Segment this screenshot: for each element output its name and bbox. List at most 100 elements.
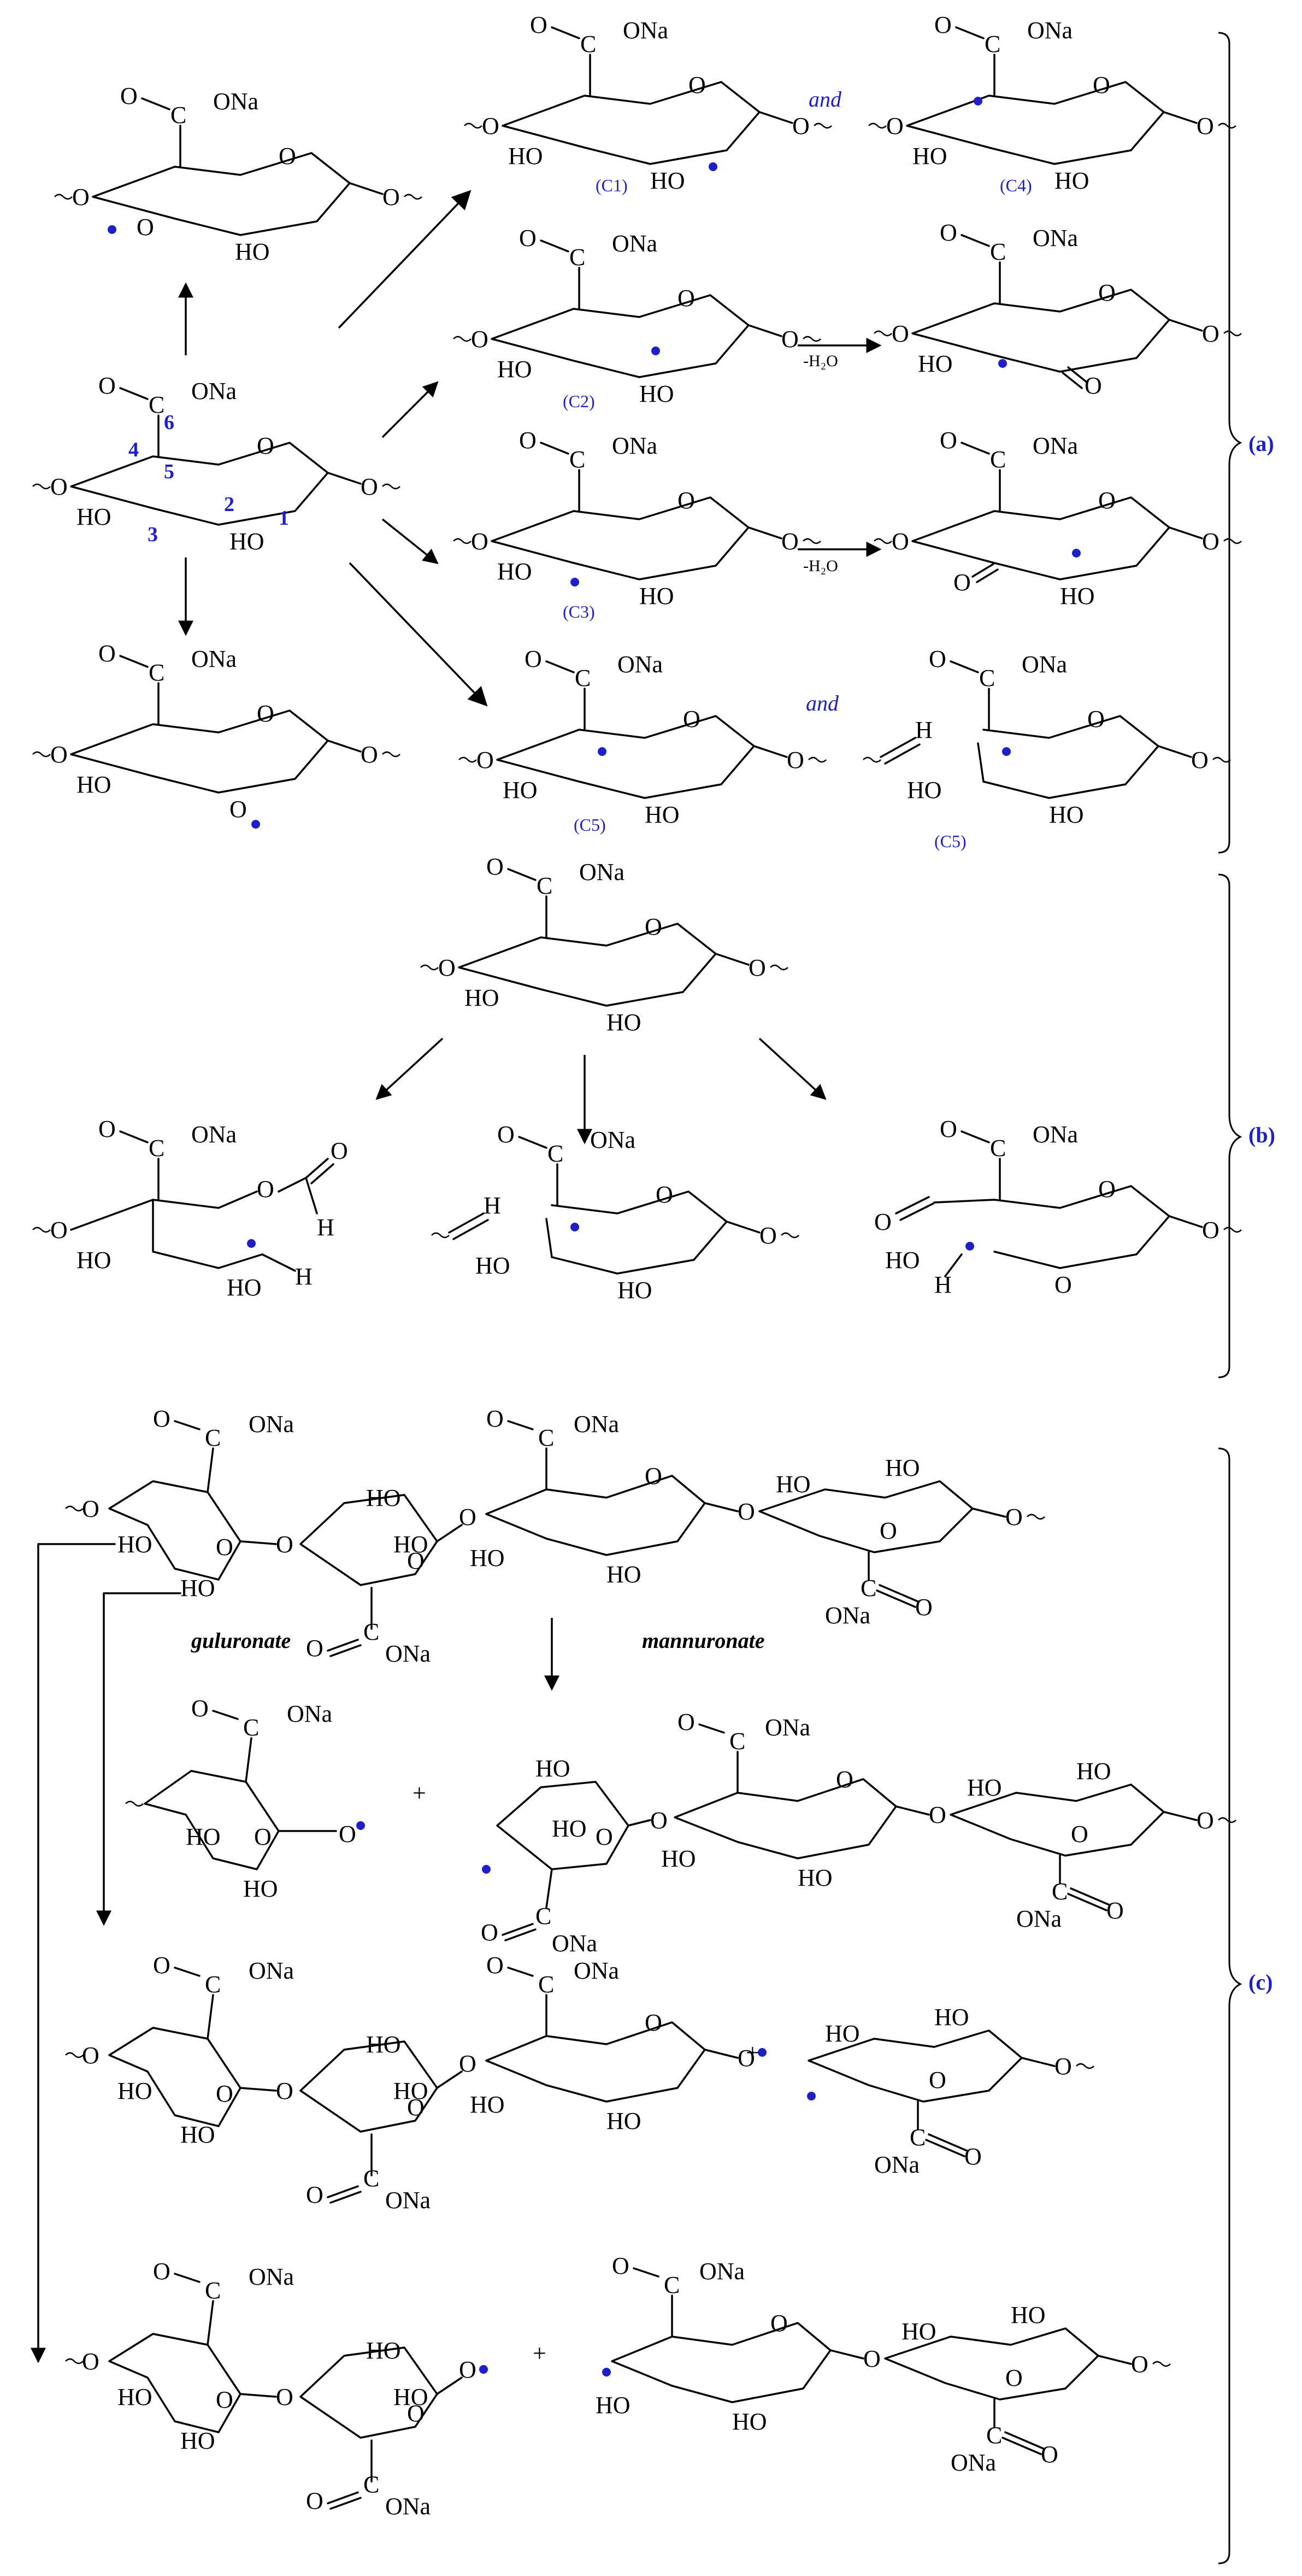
brace-c (1218, 1447, 1242, 2565)
svg-text:HO: HO (366, 1484, 401, 1511)
svg-text:O: O (787, 747, 804, 773)
radical-dot (651, 347, 660, 355)
svg-text:O: O (471, 326, 488, 353)
svg-text:ONa: ONa (287, 1700, 332, 1727)
svg-text:C: C (363, 2471, 379, 2498)
svg-text:O: O (1005, 2364, 1023, 2391)
svg-text:ONa: ONa (623, 17, 668, 44)
number-2: 2 (224, 493, 234, 516)
svg-text:O: O (596, 1823, 613, 1850)
svg-text:O: O (216, 2080, 233, 2107)
svg-text:HO: HO (393, 2078, 428, 2104)
svg-text:O: O (1202, 528, 1219, 555)
brace-b (1218, 873, 1242, 1378)
svg-text:C: C (910, 2124, 926, 2151)
radical-c3-structure: O O C O ONa O HO HO (C3) (453, 427, 821, 621)
svg-text:ONa: ONa (249, 2263, 294, 2290)
svg-text:H: H (317, 1214, 334, 1241)
radical-dot (247, 1239, 256, 1248)
svg-text:O: O (382, 184, 400, 210)
svg-text:HO: HO (503, 777, 538, 803)
fragment-trimer: HO HO O C O ONa O O C O ONa HO HO O HO H… (481, 1709, 1236, 1957)
number-3: 3 (148, 523, 158, 546)
svg-text:HO: HO (508, 143, 543, 169)
bracket-line-outer (31, 1543, 116, 2363)
radical-dot (251, 820, 260, 829)
svg-text:ONa: ONa (1033, 1121, 1078, 1148)
svg-text:HO: HO (606, 1561, 641, 1588)
svg-text:O: O (153, 1952, 170, 1979)
svg-text:HO: HO (639, 583, 674, 609)
svg-text:O: O (1087, 706, 1105, 732)
site-label-c2: (C2) (563, 391, 595, 411)
svg-text:HO: HO (825, 2020, 860, 2047)
svg-text:HO: HO (535, 1755, 570, 1782)
svg-text:O: O (254, 1823, 272, 1850)
svg-text:ONa: ONa (579, 859, 625, 885)
keto-c3-product: O O C O ONa O O HO (874, 427, 1242, 609)
bracket-line-inner (96, 1592, 181, 1926)
svg-text:C: C (580, 31, 596, 57)
svg-text:O: O (306, 1635, 323, 1662)
fragment-ggm-radical: O O C O ONa HO HO O HO HO O C O ONa O O … (65, 1952, 767, 2214)
svg-text:C: C (986, 2422, 1002, 2449)
svg-text:O: O (482, 113, 499, 139)
svg-text:HO: HO (76, 771, 111, 798)
svg-text:O: O (459, 2050, 476, 2077)
svg-text:C: C (535, 1903, 551, 1929)
radical-c1-structure: O O C O ONa O HO HO (C1) (464, 11, 832, 195)
svg-text:O: O (1106, 1897, 1124, 1924)
svg-text:C: C (569, 446, 585, 473)
svg-text:ONa: ONa (951, 2449, 996, 2476)
svg-text:O: O (306, 2487, 323, 2514)
svg-text:C: C (170, 102, 186, 128)
arrow-to-c3 (381, 518, 439, 565)
keto-c2-product: O O C O ONa O HO O (874, 219, 1242, 399)
alginate-chain: O O C O ONa HO HO O HO HO O C O ONa O O … (65, 1405, 1045, 1667)
minus-water-label: -H₂O (803, 352, 838, 370)
svg-text:O: O (645, 2009, 662, 2036)
svg-text:O: O (892, 528, 909, 555)
svg-text:O: O (153, 1405, 170, 1432)
radical-dot (998, 359, 1007, 368)
svg-text:O: O (486, 1405, 504, 1432)
svg-text:C: C (538, 1424, 554, 1451)
number-4: 4 (128, 438, 139, 461)
svg-text:O: O (1041, 2441, 1058, 2468)
radical-dot (598, 747, 606, 756)
mannuronate-label: mannuronate (642, 1628, 765, 1653)
arrow-to-c5 (349, 562, 488, 707)
svg-text:O: O (1191, 747, 1209, 773)
ring-opened-c1-product: O O O H H C O ONa HO HO (32, 1116, 348, 1301)
fragment-gg-radical: O O C O ONa HO HO O HO HO O C O ONa O (65, 2258, 488, 2520)
svg-text:O: O (1085, 372, 1102, 399)
brace-a (1218, 32, 1242, 854)
svg-text:ONa: ONa (249, 1411, 294, 1437)
ring-opened-c4-product: O O C O ONa O HO H O (874, 1116, 1242, 1298)
arrow-b-right (758, 1037, 827, 1100)
svg-text:HO: HO (117, 2384, 152, 2410)
svg-text:HO: HO (639, 380, 674, 407)
svg-text:O: O (257, 1176, 274, 1202)
svg-text:HO: HO (180, 2427, 215, 2454)
svg-text:ONa: ONa (1016, 1905, 1062, 1932)
svg-text:O: O (677, 285, 695, 312)
svg-text:ONa: ONa (699, 2258, 745, 2285)
svg-text:C: C (569, 244, 585, 271)
svg-text:ONa: ONa (385, 2493, 431, 2520)
svg-text:C: C (149, 1135, 164, 1161)
svg-text:H: H (934, 1271, 952, 1298)
svg-text:O: O (836, 1766, 853, 1793)
svg-text:HO: HO (497, 356, 532, 383)
radical-dot (1072, 549, 1081, 558)
svg-text:O: O (1093, 72, 1110, 98)
svg-text:C: C (729, 1728, 745, 1755)
svg-text:HO: HO (470, 1545, 505, 1571)
svg-text:O: O (738, 2045, 755, 2072)
svg-text:C: C (985, 31, 1000, 57)
svg-text:O: O (1131, 2351, 1148, 2378)
ring-opened-c5-product: H O C O ONa O HO HO (431, 1121, 799, 1304)
svg-text:O: O (929, 646, 946, 672)
svg-text:ONa: ONa (249, 1957, 294, 1984)
carbonyl-oxygen: O (98, 372, 116, 399)
